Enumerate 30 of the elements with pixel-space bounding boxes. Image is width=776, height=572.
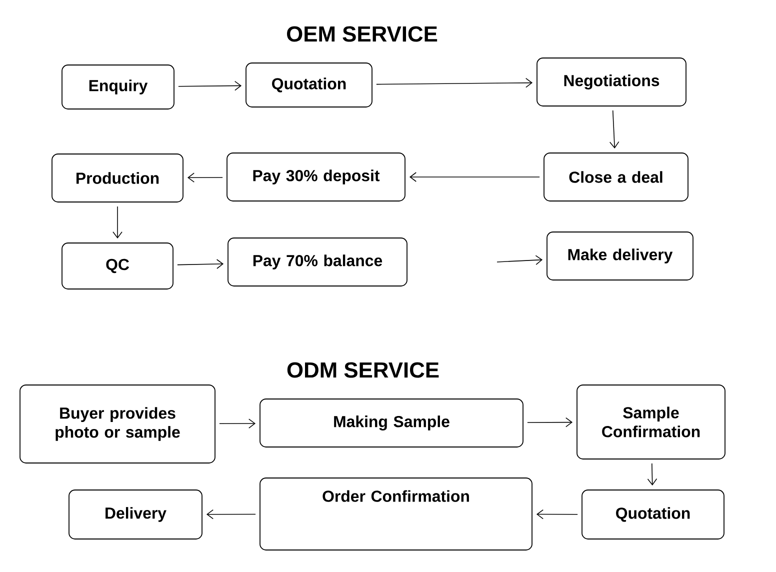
arrow <box>219 418 256 428</box>
process-box: Pay 70% balance <box>228 238 408 286</box>
process-box: Production <box>52 154 184 202</box>
arrow <box>177 259 224 269</box>
arrow <box>647 463 658 486</box>
process-box: Sample Confirmation <box>576 384 726 460</box>
process-box: Close a deal <box>544 152 688 202</box>
process-box: Pay 30% deposit <box>226 152 406 202</box>
process-box: Quotation <box>246 62 372 108</box>
process-box: Order Confirmation <box>260 478 532 550</box>
process-box: Making Sample <box>260 398 524 448</box>
arrow <box>527 417 573 428</box>
section-heading: ODM SERVICE <box>287 362 439 378</box>
arrow <box>409 172 540 182</box>
arrow <box>496 255 543 265</box>
arrow <box>376 78 533 88</box>
process-box: QC <box>62 242 174 290</box>
arrow <box>206 509 256 520</box>
arrow <box>178 80 242 91</box>
arrow <box>187 172 223 183</box>
arrow <box>112 206 122 239</box>
arrow <box>536 509 578 520</box>
process-box: Enquiry <box>62 64 174 110</box>
process-box: Quotation <box>582 490 724 540</box>
process-box: Delivery <box>68 490 202 540</box>
arrow <box>609 110 620 149</box>
process-box: Make delivery <box>546 232 694 280</box>
process-box: Buyer provides photo or sample <box>20 384 216 464</box>
section-heading: OEM SERVICE <box>287 26 438 42</box>
process-box: Negotiations <box>536 58 686 106</box>
